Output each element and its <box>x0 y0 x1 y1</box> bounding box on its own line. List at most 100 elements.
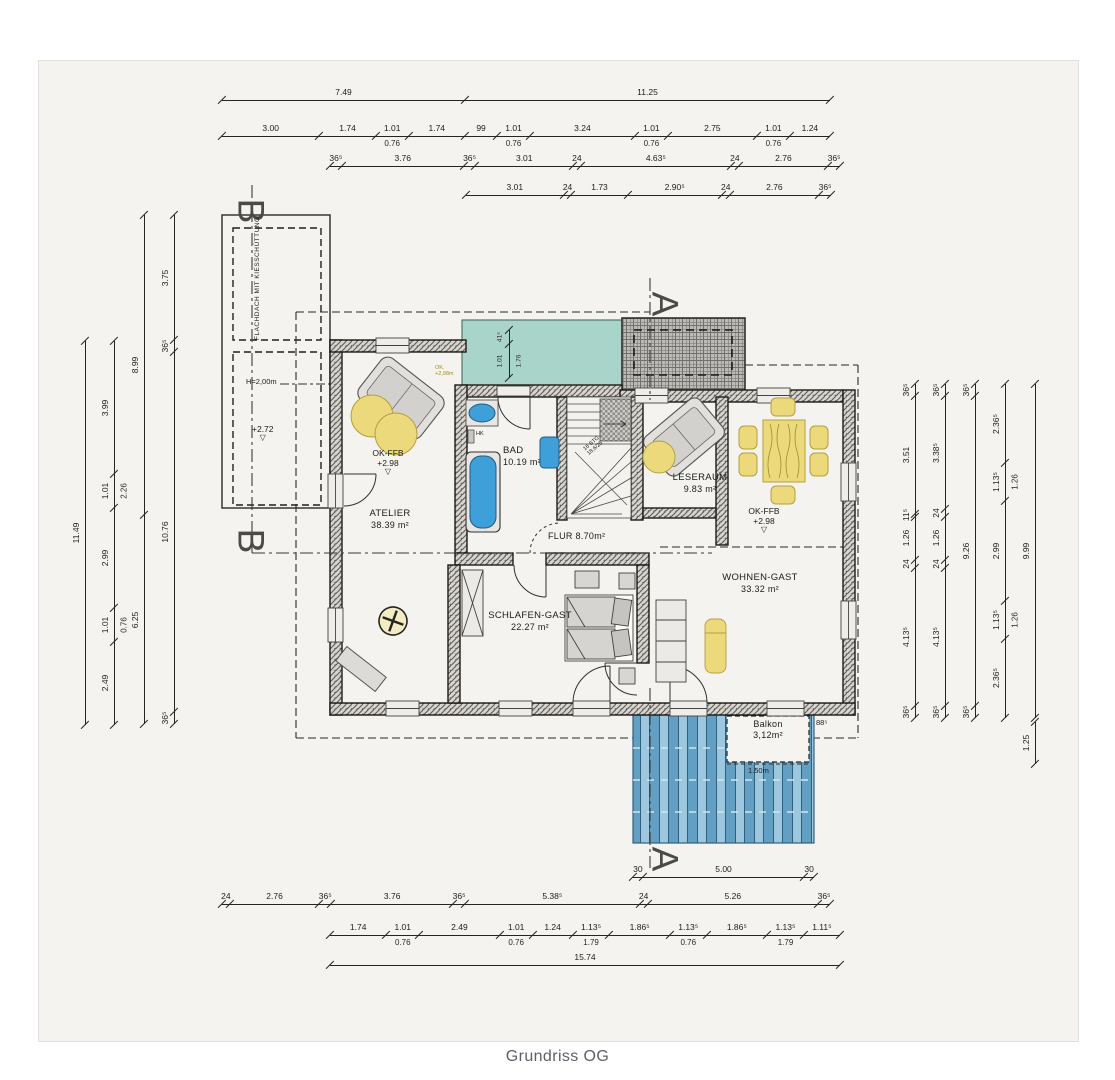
dim-line <box>222 100 830 101</box>
section-marker-b-left: B <box>230 528 272 554</box>
dim-label: 2.49 <box>100 675 110 692</box>
dim-label: 15.74 <box>574 952 596 962</box>
dim-label: 36⁵ <box>329 153 343 163</box>
dim-label: 0.76 <box>394 938 411 947</box>
dim-label: 24 <box>638 891 649 901</box>
dim-line <box>945 384 946 718</box>
dim-label: 99 <box>476 123 486 133</box>
dim-label: 36⁵ <box>818 182 832 192</box>
level-triangle-icon: ▽ <box>760 525 768 535</box>
dim-label: 2.75 <box>704 123 721 133</box>
dim-label: 0.76 <box>680 938 697 947</box>
dim-label: 1.74 <box>339 123 356 133</box>
dim-label: 3.01 <box>515 153 533 163</box>
dim-label: 36⁵ <box>931 383 941 397</box>
dim-line <box>1005 384 1006 718</box>
dim-label: 1.24 <box>801 123 819 133</box>
dim-label: 24 <box>901 558 911 569</box>
room-label-bad: BAD 10.19 m² <box>503 445 541 467</box>
dim-label: 30 <box>804 864 814 874</box>
dim-label: 3.01 <box>506 182 524 192</box>
dim-label: 36⁵ <box>901 383 911 397</box>
dim-label: 1.13⁵ <box>775 922 796 932</box>
dim-label: 2.36⁵ <box>991 413 1001 434</box>
dim-label: 24 <box>931 558 941 569</box>
dim-label: 3.99 <box>100 399 110 416</box>
dim-line <box>633 877 814 878</box>
dim-label: 1.13⁵ <box>581 922 602 932</box>
dim-label: 36⁵ <box>452 891 466 901</box>
dim-label: 1.86⁵ <box>726 922 747 932</box>
dim-label: 1.79 <box>777 938 794 947</box>
dim-label: 1.76 <box>515 354 523 368</box>
level-triangle-icon: ▽ <box>259 433 266 443</box>
room-label-balkon: Balkon 3,12m² <box>753 719 783 741</box>
dim-label: 5.38⁵ <box>542 891 563 901</box>
room-label-wohnen-gast: WOHNEN-GAST 33.32 m² <box>722 572 798 594</box>
dim-label: 4.63⁵ <box>645 153 666 163</box>
dim-line <box>1035 722 1036 764</box>
dim-label: 1.01 <box>505 123 522 133</box>
dim-label: 2.76 <box>266 891 283 901</box>
dim-label: 6.25 <box>130 611 140 628</box>
dim-label: 7.49 <box>335 87 352 97</box>
dim-label: 3.76 <box>383 891 401 901</box>
dim-label: 1.01 <box>643 123 660 133</box>
dim-label: 2.49 <box>451 922 468 932</box>
terrace-area <box>461 319 623 387</box>
section-marker-b-top: B <box>230 198 272 224</box>
dim-label: 24 <box>730 153 740 163</box>
dim-label: 9.26 <box>961 542 971 560</box>
dim-label: 1.26 <box>1010 474 1020 490</box>
dim-label: 3.51 <box>901 446 911 464</box>
dim-label: 3.00 <box>262 123 279 133</box>
dim-label: 2.76 <box>766 182 783 192</box>
dim-label: 3.75 <box>160 269 170 286</box>
dim-label: 0.76 <box>643 139 660 148</box>
room-label-atelier: ATELIER 38.39 m² <box>369 508 411 530</box>
dim-label: 0.76 <box>505 139 522 148</box>
dim-label: 0.76 <box>384 139 400 148</box>
dim-line <box>174 215 175 724</box>
dim-label: 36⁵ <box>160 339 170 353</box>
dim-label: 1.74 <box>428 123 446 133</box>
dim-label: 36⁵ <box>318 891 332 901</box>
drawing-caption: Grundriss OG <box>505 1048 610 1065</box>
dim-label: 36⁵ <box>463 153 477 163</box>
dim-label: 11⁵ <box>901 509 911 522</box>
wing-height-note: H=2,00m <box>246 377 277 386</box>
dim-label: 24 <box>720 182 731 192</box>
dim-label: 1.86⁵ <box>629 922 650 932</box>
dim-label: 2.90⁵ <box>664 182 685 192</box>
dim-label: 4.13⁵ <box>931 626 941 647</box>
dim-line <box>114 341 115 725</box>
dim-line <box>85 341 86 725</box>
dim-label: 2.76 <box>775 153 792 163</box>
dim-line <box>915 384 916 718</box>
dim-label: 1.13⁵ <box>991 609 1001 630</box>
dim-label: 36⁵ <box>961 383 971 397</box>
dim-label: 2.26 <box>119 483 129 500</box>
dim-line <box>1035 384 1036 718</box>
level-marker-wohnen: OK-FFB +2.98 ▽ <box>738 506 790 534</box>
dim-label: 36⁵ <box>961 705 971 719</box>
dim-line <box>144 215 145 724</box>
level-triangle-icon: ▽ <box>384 467 392 477</box>
dim-line <box>222 904 830 905</box>
dim-label: 41⁵ <box>496 332 504 342</box>
dim-label: 0.76 <box>508 938 524 947</box>
dim-label: 3.24 <box>574 123 591 133</box>
dim-label: 36⁵ <box>827 153 841 163</box>
dim-label: 8.99 <box>130 356 140 374</box>
room-label-leseraum: LESERAUM 9.83 m² <box>672 472 728 494</box>
dim-line <box>975 384 976 718</box>
dim-label: 1.13⁵ <box>678 922 699 932</box>
dim-label: 10.76 <box>160 521 170 543</box>
dim-label: 2.99 <box>100 549 110 567</box>
dim-label: 11.49 <box>71 522 81 544</box>
wing-level-marker: +2.72 ▽ <box>252 424 274 443</box>
terrace-level-note: OK. +2,98m <box>435 365 454 378</box>
dim-label: 1.13⁵ <box>991 471 1001 493</box>
